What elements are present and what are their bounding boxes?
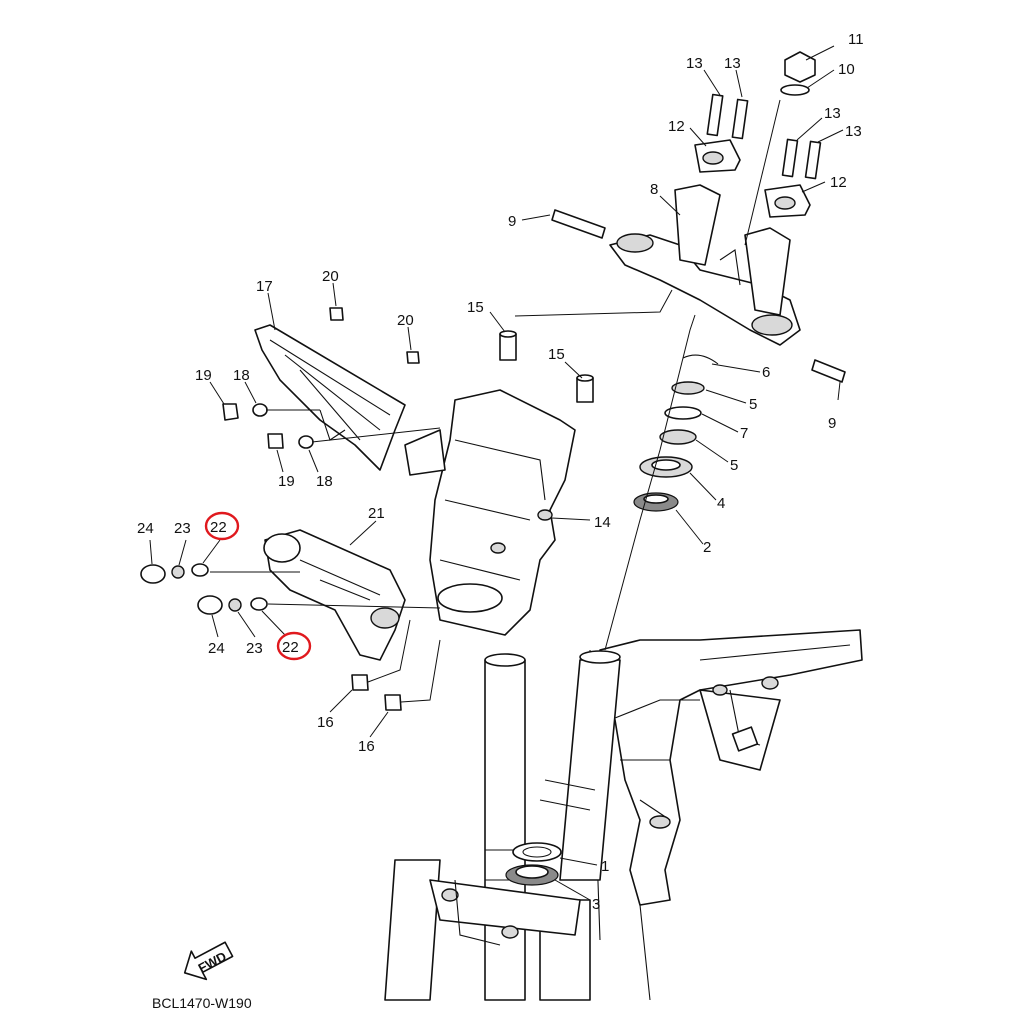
callout-6: 6 [762, 364, 770, 381]
callout-11: 11 [848, 31, 864, 48]
callout-18-upper: 18 [233, 367, 250, 384]
callout-15-right: 15 [548, 346, 565, 363]
callout-20-lower: 20 [397, 312, 414, 329]
callout-5-lower: 5 [730, 457, 738, 474]
fwd-label: FWD [196, 949, 229, 976]
callout-10: 10 [838, 61, 855, 78]
highlight-ring-upper [204, 511, 240, 541]
callout-8: 8 [650, 181, 658, 198]
callout-13-a: 13 [686, 55, 703, 72]
callout-21: 21 [368, 505, 385, 522]
callout-15-left: 15 [467, 299, 484, 316]
callout-14: 14 [594, 514, 611, 531]
fwd-arrow-icon [183, 941, 234, 981]
callout-3: 3 [592, 896, 600, 913]
callout-12-left: 12 [668, 118, 685, 135]
front-fork-tubes [384, 650, 621, 1001]
handlebar-holders [694, 139, 811, 218]
callout-19-upper: 19 [195, 367, 212, 384]
callout-13-b: 13 [724, 55, 741, 72]
meter-cover [254, 324, 406, 471]
callout-19-lower: 19 [278, 473, 295, 490]
callout-1: 1 [601, 858, 609, 875]
callout-labels: 1 2 3 4 5 5 6 7 8 9 9 10 11 12 12 13 13 … [137, 31, 864, 913]
callout-20-upper: 20 [322, 268, 339, 285]
callout-9-right: 9 [828, 415, 836, 432]
headlight-bracket [404, 289, 673, 636]
motorcycle-frame [589, 629, 863, 1001]
front-bracket-21 [263, 529, 406, 661]
callout-7: 7 [740, 425, 748, 442]
highlight-ring-lower [276, 631, 312, 661]
callout-23-upper: 23 [174, 520, 191, 537]
callout-2: 2 [703, 539, 711, 556]
callout-9-left: 9 [508, 213, 516, 230]
diagram-code: BCL1470-W190 [152, 995, 252, 1011]
callout-24-lower: 24 [208, 640, 225, 657]
callout-18-lower: 18 [316, 473, 333, 490]
callout-leaders [149, 45, 844, 901]
callout-13-c: 13 [824, 105, 841, 122]
steering-stem-parts [604, 314, 719, 651]
callout-5-upper: 5 [749, 396, 757, 413]
small-fasteners [140, 563, 441, 615]
upper-bracket [609, 184, 801, 346]
callout-22-lower: 22 [282, 639, 299, 656]
callout-22-upper: 22 [210, 519, 227, 536]
lower-bearing-parts [505, 842, 562, 886]
callout-12-right: 12 [830, 174, 847, 191]
callout-16-lower: 16 [358, 738, 375, 755]
callout-16-upper: 16 [317, 714, 334, 731]
callout-17: 17 [256, 278, 273, 295]
callout-24-upper: 24 [137, 520, 154, 537]
callout-13-d: 13 [845, 123, 862, 140]
callout-4: 4 [717, 495, 725, 512]
highlighted-part-22: 22 22 [204, 511, 312, 661]
small-bolts [222, 307, 441, 711]
callout-23-lower: 23 [246, 640, 263, 657]
